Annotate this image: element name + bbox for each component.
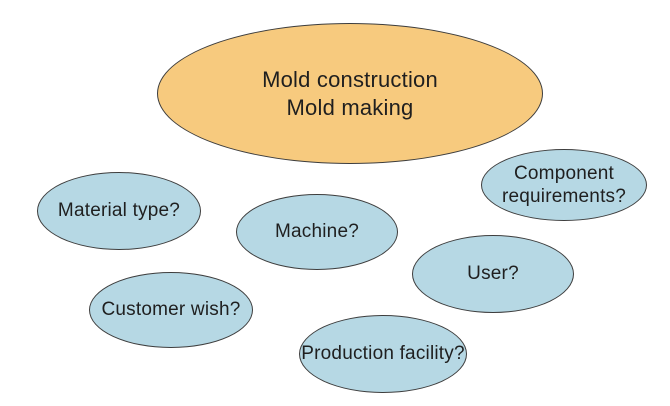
node-customer-wish: Customer wish?	[89, 272, 253, 348]
node-user: User?	[412, 235, 574, 313]
node-customer-wish-label: Customer wish?	[101, 299, 241, 320]
node-user-label: User?	[467, 263, 519, 284]
node-machine-label: Machine?	[275, 221, 359, 242]
node-component-requirements-label: Component requirements?	[501, 163, 627, 207]
node-component-requirements: Component requirements?	[481, 149, 647, 221]
node-material-type-label: Material type?	[57, 200, 181, 221]
node-mold-construction-label: Mold construction Mold making	[262, 66, 438, 120]
node-machine: Machine?	[236, 194, 398, 270]
node-mold-construction: Mold construction Mold making	[157, 23, 543, 164]
node-production-facility-label: Production facility?	[301, 343, 465, 364]
node-production-facility: Production facility?	[299, 315, 467, 393]
node-material-type: Material type?	[37, 172, 201, 250]
